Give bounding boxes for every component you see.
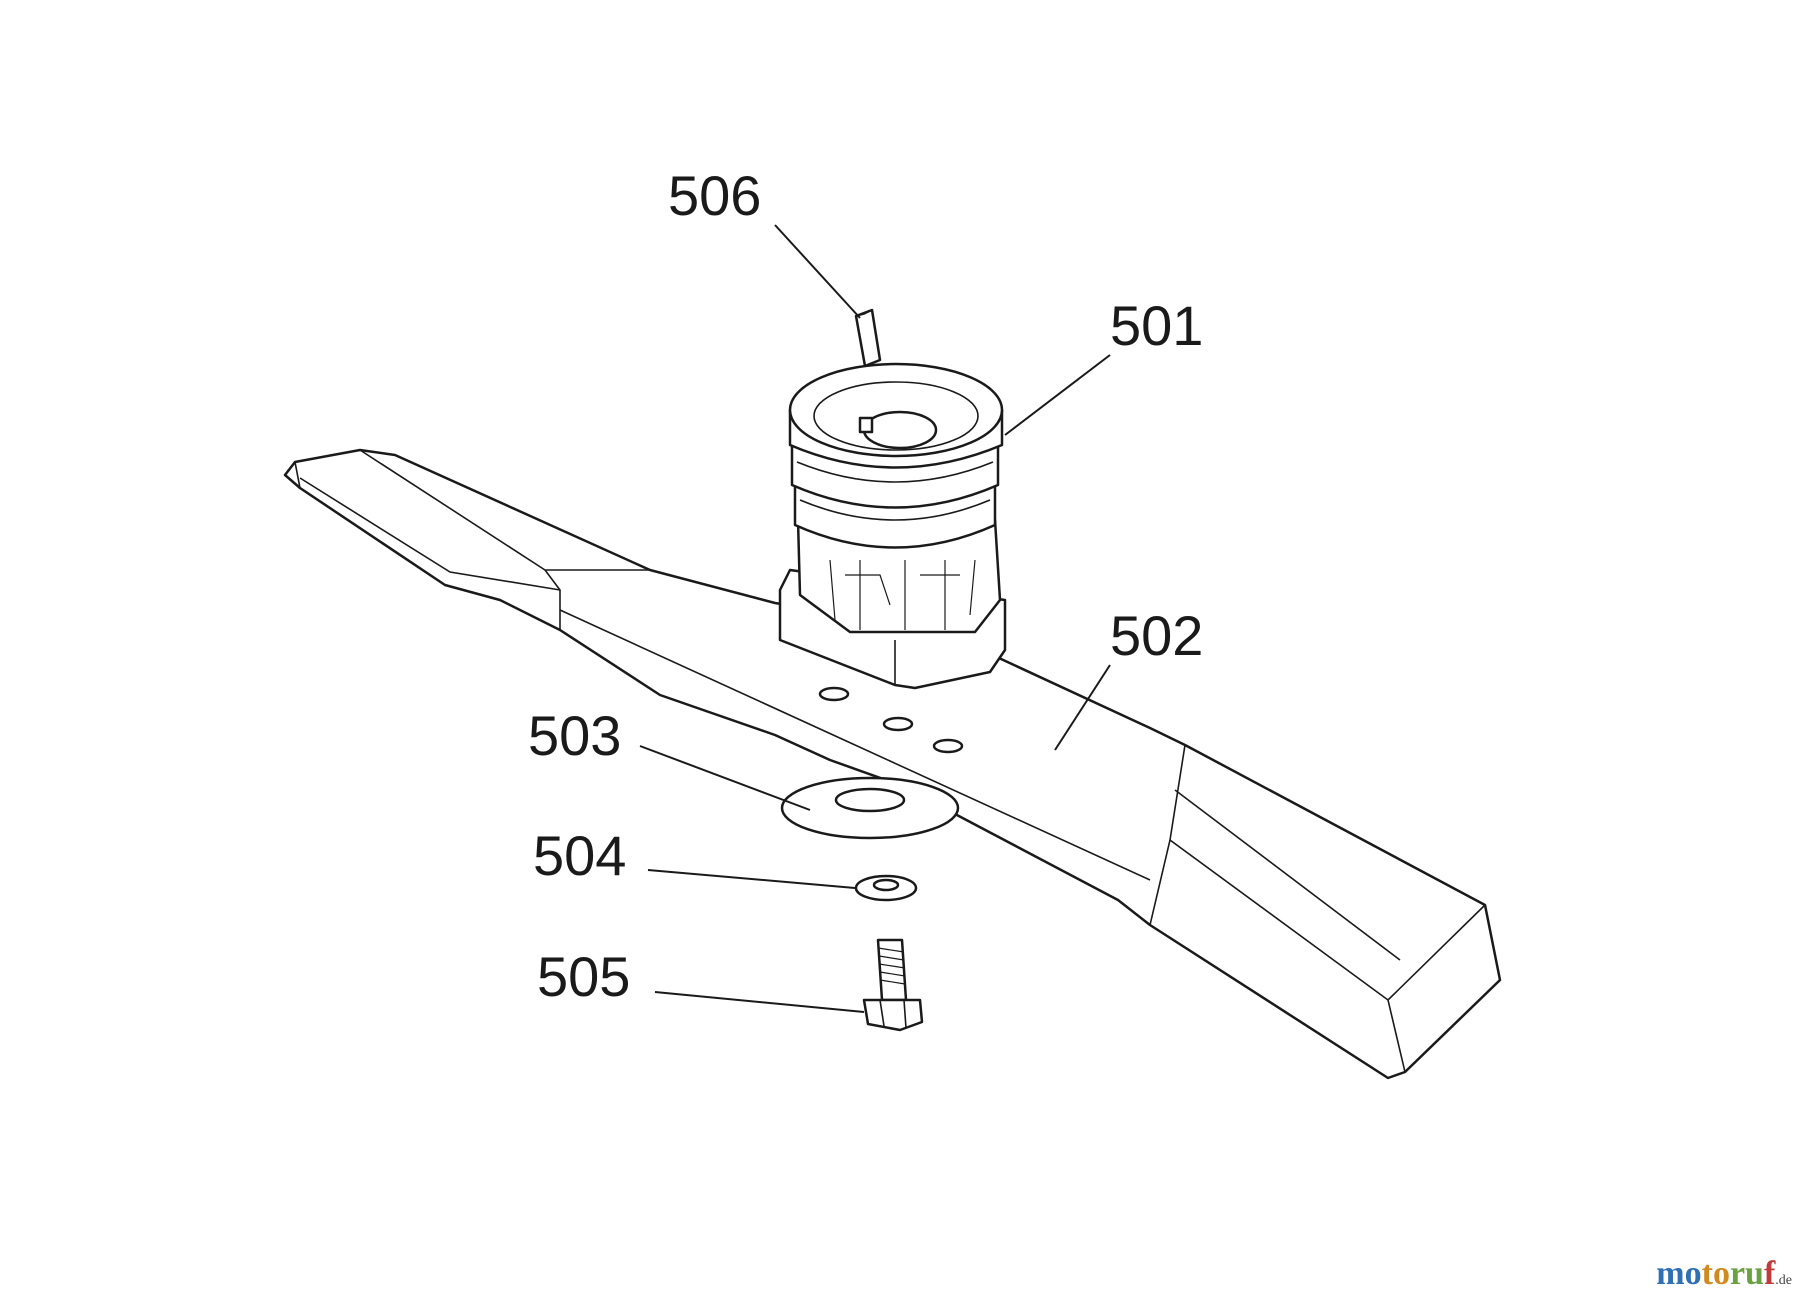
leader-506 xyxy=(774,224,861,319)
label-501: 501 xyxy=(1110,294,1203,357)
watermark-part-4: f xyxy=(1763,1255,1776,1292)
label-503: 503 xyxy=(528,704,621,767)
washer-503 xyxy=(780,776,960,840)
bolt-505 xyxy=(862,938,924,1032)
leader-502 xyxy=(1054,664,1111,751)
leader-503 xyxy=(639,745,811,811)
watermark-tld: .de xyxy=(1775,1273,1792,1288)
key-506 xyxy=(854,308,882,368)
leader-505 xyxy=(654,991,865,1013)
watermark-part-3: ru xyxy=(1729,1255,1764,1292)
leader-504 xyxy=(647,869,856,889)
leader-501 xyxy=(1004,354,1111,436)
watermark-part-2: to xyxy=(1701,1255,1730,1292)
label-504: 504 xyxy=(533,824,626,887)
label-502: 502 xyxy=(1110,604,1203,667)
watermark-part-1: mo xyxy=(1656,1255,1702,1292)
spring-washer-504 xyxy=(854,874,918,902)
label-505: 505 xyxy=(537,945,630,1008)
motoruf-watermark: motoruf.de xyxy=(1656,1255,1792,1293)
hub-501 xyxy=(778,362,1007,690)
label-506: 506 xyxy=(668,164,761,227)
